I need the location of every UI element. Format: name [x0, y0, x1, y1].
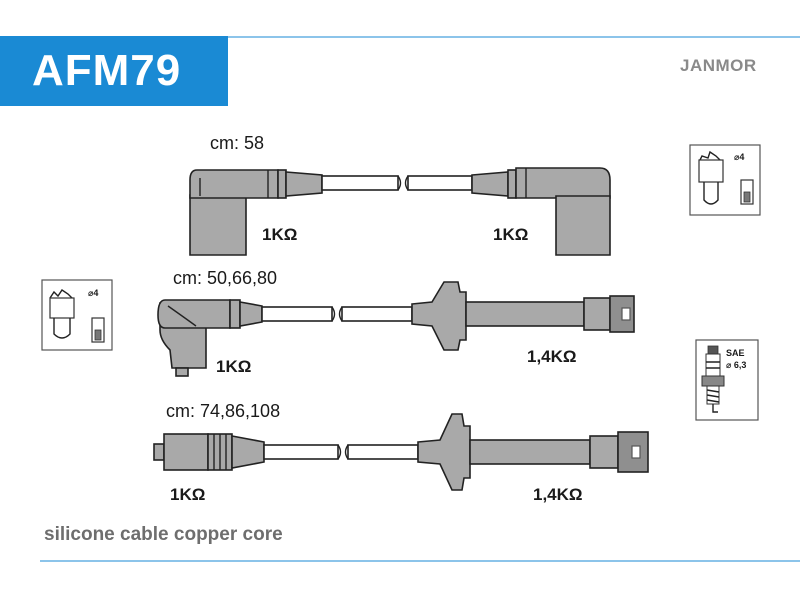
cable-3-resistor-left: 1KΩ	[170, 485, 205, 504]
brand-name: JANMOR	[680, 56, 757, 75]
cable-1-length: cm: 58	[210, 133, 264, 153]
cable-3-right-boot	[417, 413, 649, 491]
cable-3: cm: 74,86,108 1KΩ 1,4KΩ	[153, 401, 649, 504]
cable-1: cm: 58 1KΩ 1KΩ	[189, 133, 611, 256]
cable-2-resistor-left: 1KΩ	[216, 357, 251, 376]
spark-plug-standard: SAE	[726, 348, 745, 358]
cable-1-wire-left	[321, 175, 399, 191]
cable-3-length: cm: 74,86,108	[166, 401, 280, 421]
cable-1-wire-right	[407, 175, 473, 191]
part-number: AFM79	[32, 46, 182, 95]
cable-2-wire-right	[341, 306, 413, 322]
cable-1-left-boot	[189, 169, 323, 256]
distributor-left-size: ⌀4	[88, 288, 98, 298]
cable-1-resistor-left: 1KΩ	[262, 225, 297, 244]
cable-2-wire-left	[261, 306, 333, 322]
spark-plug-size: ⌀ 6,3	[726, 360, 746, 370]
cable-3-left-boot	[153, 433, 265, 471]
cable-2: cm: 50,66,80 1KΩ 1,4KΩ	[157, 268, 635, 377]
cable-3-wire-left	[263, 444, 339, 460]
cable-description: silicone cable copper core	[44, 524, 283, 545]
cable-2-resistor-right: 1,4KΩ	[527, 347, 577, 366]
cable-1-right-boot	[471, 167, 611, 256]
footer-divider	[40, 560, 800, 562]
cable-2-right-boot	[411, 281, 635, 351]
cable-3-resistor-right: 1,4KΩ	[533, 485, 583, 504]
cable-2-left-boot	[157, 299, 263, 377]
distributor-top-size: ⌀4	[734, 152, 744, 162]
cable-3-wire-right	[347, 444, 419, 460]
cable-1-resistor-right: 1KΩ	[493, 225, 528, 244]
distributor-cap-icon: ⌀4	[689, 144, 761, 216]
distributor-cap-icon: ⌀4	[41, 279, 113, 351]
part-number-badge: AFM79	[0, 36, 228, 106]
header-divider	[228, 36, 800, 38]
cable-2-length: cm: 50,66,80	[173, 268, 277, 288]
spark-plug-icon: SAE ⌀ 6,3	[695, 339, 759, 421]
